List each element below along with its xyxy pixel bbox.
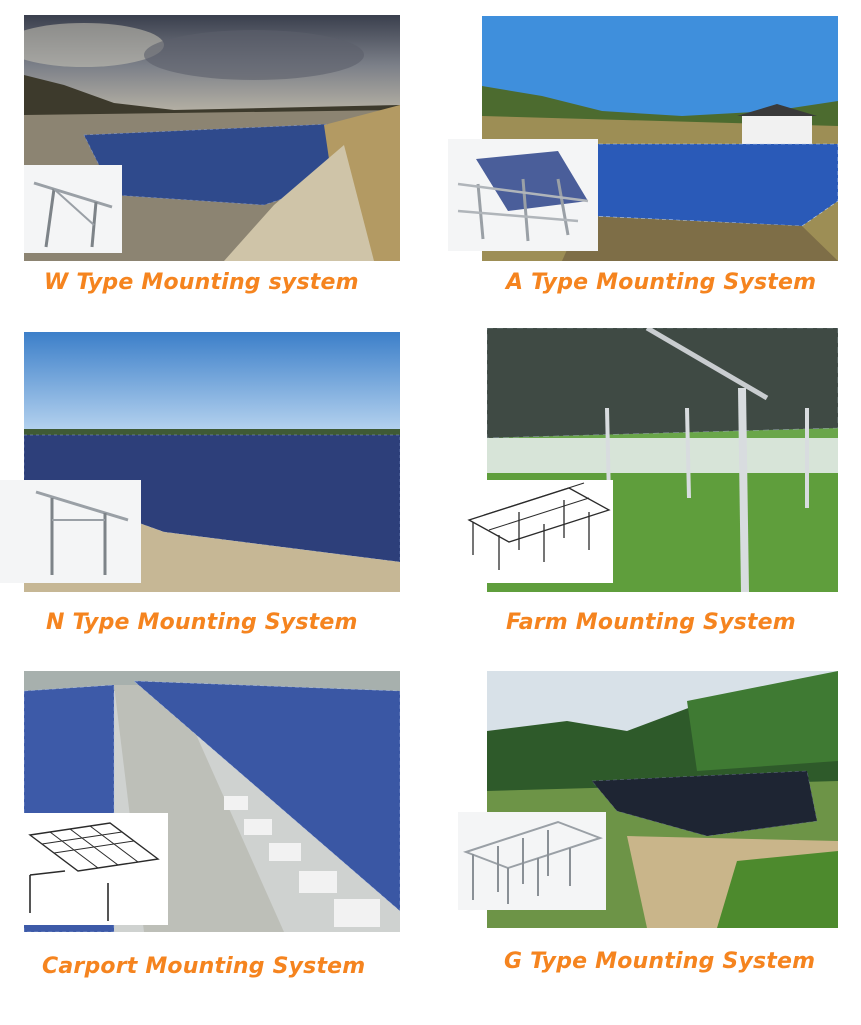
g-type-bracket-icon (462, 820, 604, 904)
g-type-caption: G Type Mounting System (504, 949, 816, 974)
farm-caption: Farm Mounting System (506, 610, 796, 635)
farm-inset (459, 480, 613, 583)
g-type-inset (458, 812, 606, 910)
carport-bracket-icon (28, 822, 160, 921)
w-type-caption: W Type Mounting system (44, 270, 359, 295)
n-type-bracket-icon (35, 490, 129, 575)
w-type-inset (24, 165, 122, 253)
a-type-inset (448, 139, 598, 251)
a-type-bracket-icon (457, 151, 589, 242)
n-type-inset (0, 480, 141, 583)
carport-caption: Carport Mounting System (42, 954, 366, 979)
carport-inset (10, 813, 168, 925)
farm-bracket-icon (467, 482, 611, 570)
a-type-caption: A Type Mounting System (506, 270, 817, 295)
n-type-caption: N Type Mounting System (46, 610, 358, 635)
w-type-bracket-icon (33, 181, 113, 248)
